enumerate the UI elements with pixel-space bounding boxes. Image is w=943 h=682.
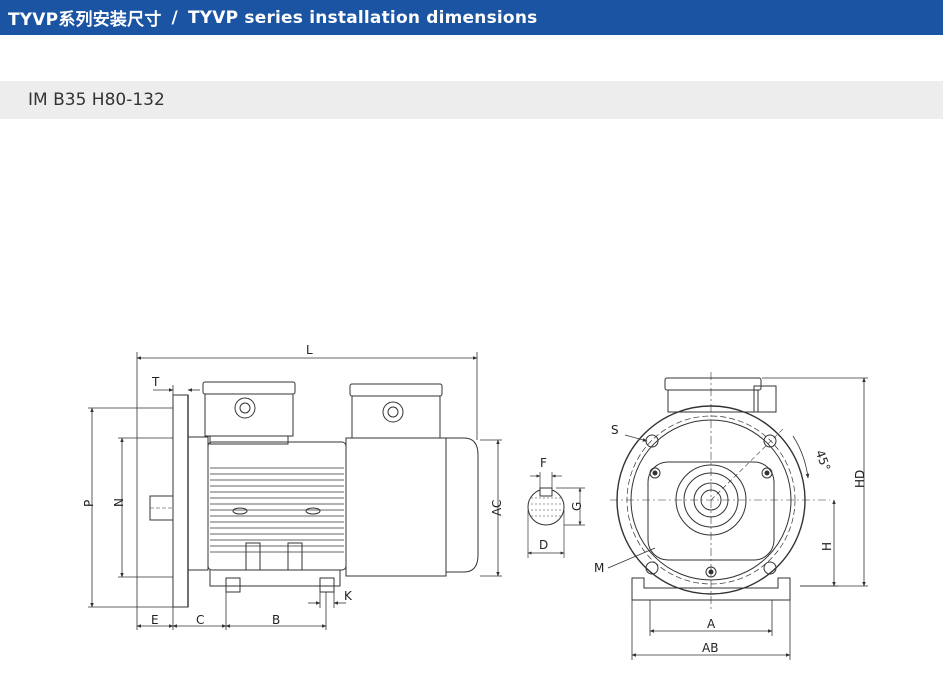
dim-label-AC: AC — [490, 500, 504, 516]
fin-ornament-right — [305, 507, 321, 515]
fin-ornament-left — [232, 507, 248, 515]
fan-cover — [345, 437, 447, 577]
flange-hole — [645, 561, 659, 575]
dim-label-angle: 45° — [813, 448, 833, 473]
foot-right — [319, 577, 335, 593]
dim-label-L: L — [306, 343, 313, 357]
model-designation: IM B35 H80-132 — [28, 90, 165, 110]
dim-label-P: P — [82, 500, 96, 507]
front-dimensions — [607, 372, 868, 660]
dim-label-N: N — [112, 498, 126, 507]
dim-label-B: B — [272, 613, 280, 627]
dim-label-D: D — [539, 538, 548, 552]
dim-label-H: H — [820, 542, 834, 551]
cooling-fins — [210, 467, 344, 553]
dim-label-K: K — [344, 589, 353, 603]
front-feet — [631, 577, 791, 601]
title-separator: / — [171, 7, 178, 28]
model-subheader: IM B35 H80-132 — [0, 81, 943, 119]
fan-cover-end — [446, 437, 479, 573]
dim-label-C: C — [196, 613, 204, 627]
motor-body — [207, 441, 347, 571]
dim-label-F: F — [540, 456, 547, 470]
flange-plate — [172, 394, 189, 608]
shaft-section — [527, 472, 585, 558]
dim-label-S: S — [611, 423, 619, 437]
dim-label-AB: AB — [702, 641, 718, 655]
title-english: TYVP series installation dimensions — [187, 7, 538, 28]
flange-hole — [763, 434, 777, 448]
terminal-box-1 — [202, 381, 296, 445]
cable-gland — [753, 385, 777, 413]
terminal-box-2 — [349, 383, 443, 439]
dim-label-E: E — [151, 613, 159, 627]
flange-hole — [763, 561, 777, 575]
dim-label-A: A — [707, 617, 716, 631]
dim-label-M: M — [594, 561, 604, 575]
dim-label-G: G — [570, 502, 584, 511]
side-view — [149, 381, 479, 608]
foot-left — [225, 577, 241, 593]
title-chinese: TYVP系列安装尺寸 — [8, 10, 162, 30]
front-terminal-box — [664, 377, 762, 391]
side-dimensions — [88, 352, 502, 630]
dim-label-T: T — [151, 375, 160, 389]
dim-label-HD: HD — [853, 470, 867, 488]
header-title-bar: TYVP系列安装尺寸 / TYVP series installation di… — [0, 0, 943, 35]
frame-end-ring — [187, 436, 209, 571]
foot-base — [209, 570, 341, 587]
flange-hole — [645, 434, 659, 448]
